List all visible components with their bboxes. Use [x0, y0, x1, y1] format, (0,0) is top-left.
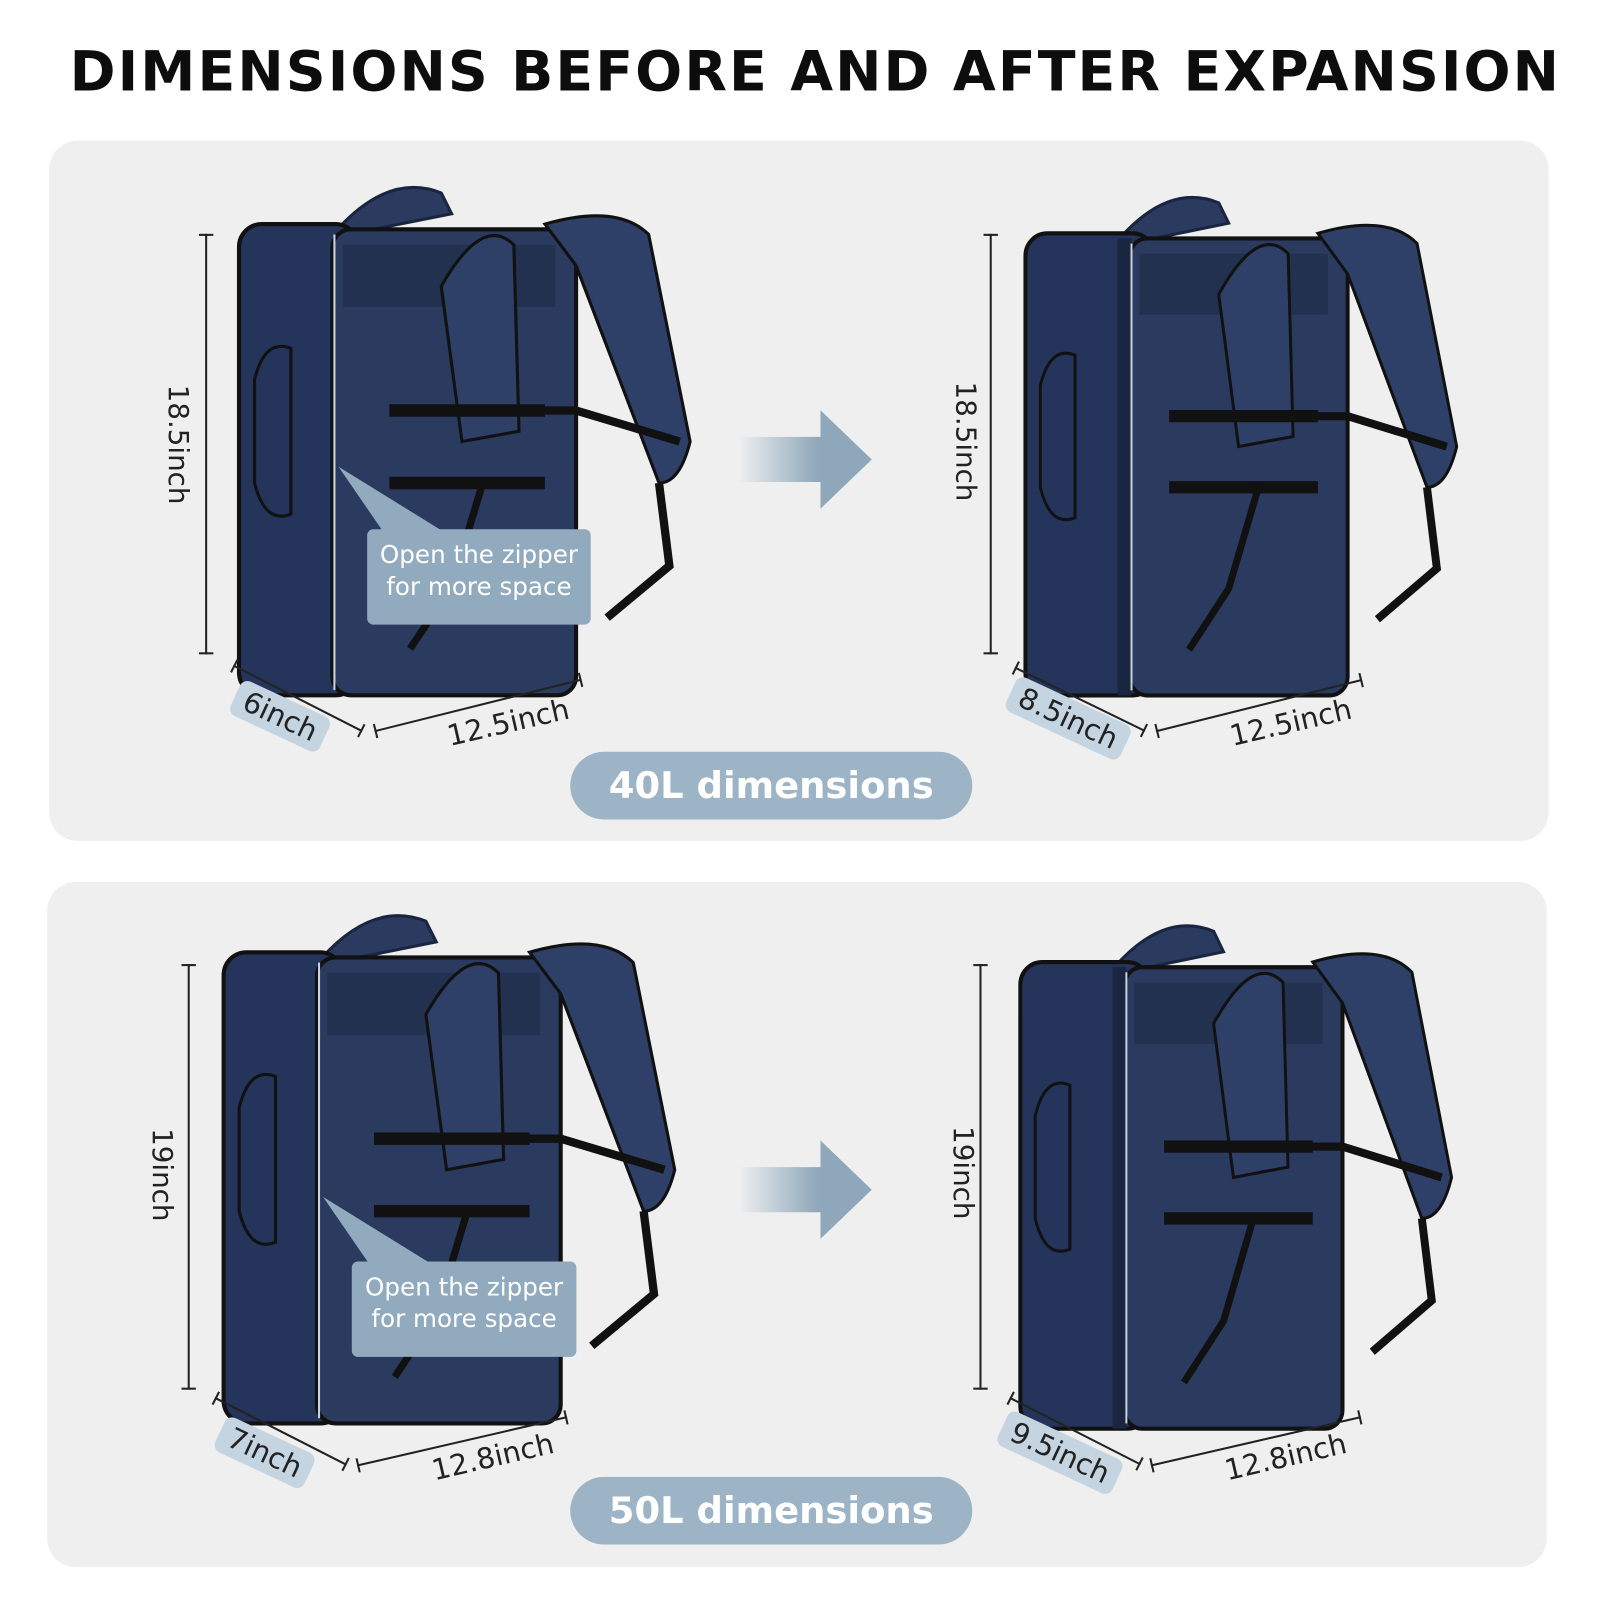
backpack-illustration [1018, 924, 1454, 1431]
callout-line-1: Open the zipper [379, 540, 578, 570]
arrow-right-icon [738, 1140, 872, 1239]
backpack-illustration [1023, 195, 1459, 698]
height-label: 18.5inch [161, 384, 194, 505]
page-title: DIMENSIONS BEFORE AND AFTER EXPANSION [69, 38, 1562, 104]
arrow-right-icon [738, 410, 872, 509]
height-dimension-line [198, 233, 214, 655]
backpack-after-40l [1020, 183, 1466, 701]
height-dimension-line [983, 233, 998, 655]
backpack-before-40l [234, 172, 701, 700]
callout-line-2: for more space [386, 572, 572, 602]
zipper-callout: Open the zipper for more space [367, 529, 591, 625]
callout-pointer [338, 466, 447, 549]
height-label: 19inch [946, 1126, 979, 1220]
zipper-callout: Open the zipper for more space [351, 1261, 577, 1357]
callout-line-2: for more space [371, 1304, 557, 1334]
callout-line-1: Open the zipper [365, 1272, 564, 1302]
height-dimension-line [973, 964, 988, 1390]
backpack-illustration [236, 185, 692, 698]
callout-pointer [323, 1196, 431, 1279]
capacity-badge-40l: 40L dimensions [570, 751, 973, 820]
height-label: 18.5inch [949, 381, 982, 502]
capacity-badge-50l: 50L dimensions [570, 1476, 973, 1545]
height-dimension-line [181, 964, 196, 1390]
backpack-after-50l [1015, 911, 1461, 1434]
height-label: 19inch [145, 1128, 178, 1222]
